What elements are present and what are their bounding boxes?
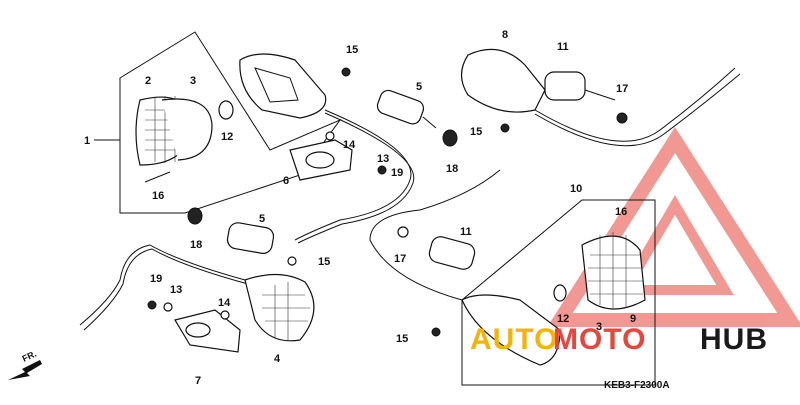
callout-13b: 13 bbox=[170, 284, 182, 296]
screw-part bbox=[144, 171, 171, 183]
callout-3: 3 bbox=[190, 75, 196, 87]
callout-8: 8 bbox=[502, 29, 508, 41]
svg-text:AUTO: AUTO bbox=[470, 323, 558, 356]
svg-text:HUB: HUB bbox=[700, 323, 768, 356]
callout-19b: 19 bbox=[150, 273, 162, 285]
callout-15a: 15 bbox=[346, 44, 358, 56]
front-arrow-icon bbox=[8, 360, 42, 380]
callout-6: 6 bbox=[283, 175, 289, 187]
callout-5a: 5 bbox=[416, 81, 422, 93]
socket-part bbox=[376, 89, 437, 129]
gasket-part bbox=[161, 98, 213, 161]
callout-11b: 11 bbox=[460, 226, 472, 238]
callout-18a: 18 bbox=[446, 163, 458, 175]
callout-7: 7 bbox=[195, 375, 201, 387]
bulb-part bbox=[218, 100, 234, 120]
housing-part-right bbox=[461, 294, 561, 366]
callout-2: 2 bbox=[145, 75, 151, 87]
callout-14a: 14 bbox=[343, 139, 356, 151]
callout-9: 9 bbox=[630, 313, 636, 325]
callout-15d: 15 bbox=[396, 333, 408, 345]
callout-1: 1 bbox=[84, 135, 90, 147]
rear-housing-part bbox=[460, 48, 546, 113]
callout-3b: 3 bbox=[596, 321, 602, 333]
housing-part-lower bbox=[244, 273, 315, 342]
lens-part-right bbox=[581, 232, 646, 310]
callout-16a: 16 bbox=[152, 190, 164, 202]
diagram-code: KEB3-F2300A bbox=[604, 380, 670, 391]
callout-19a: 19 bbox=[391, 167, 403, 179]
callout-17b: 17 bbox=[394, 253, 406, 265]
callout-14b: 14 bbox=[218, 297, 231, 309]
callout-15b: 15 bbox=[470, 126, 482, 138]
housing-part bbox=[239, 53, 327, 119]
callout-13a: 13 bbox=[377, 153, 389, 165]
watermark-logo: AUTO MOTO HUB bbox=[470, 323, 768, 356]
callout-4: 4 bbox=[274, 353, 281, 365]
assembly-outline-right bbox=[461, 199, 656, 386]
callout-16b: 16 bbox=[615, 206, 627, 218]
callout-12a: 12 bbox=[221, 131, 233, 143]
callout-17a: 17 bbox=[616, 83, 628, 95]
front-marker: FR. bbox=[21, 349, 38, 364]
socket-part-lower bbox=[226, 222, 275, 254]
callout-11a: 11 bbox=[557, 41, 569, 53]
callout-10: 10 bbox=[570, 183, 582, 195]
callout-18b: 18 bbox=[190, 239, 202, 251]
svg-text:MOTO: MOTO bbox=[553, 323, 646, 356]
watermark-triangle bbox=[547, 126, 800, 327]
callout-12b: 12 bbox=[557, 313, 569, 325]
callout-15c: 15 bbox=[318, 256, 330, 268]
wire-part bbox=[294, 109, 412, 241]
callout-5b: 5 bbox=[259, 213, 265, 225]
